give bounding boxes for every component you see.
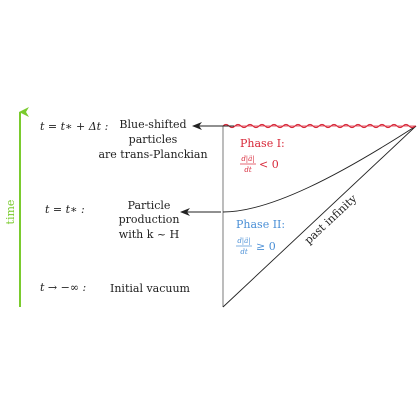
phase-two-numerator: d|ä| [237, 237, 250, 245]
phase-two-relation: ≥ 0 [256, 240, 276, 253]
row-mid-desc-3: with k ~ H [119, 228, 179, 241]
transition-curve [222, 125, 417, 213]
phase-one-title: Phase I: [240, 137, 285, 150]
row-late-time: t = t∗ + Δt : [40, 120, 108, 133]
phase-two-title: Phase II: [236, 218, 285, 231]
row-early-time: t → −∞ : [40, 281, 86, 294]
row-mid-desc-2: production [119, 213, 180, 226]
row-mid-desc-1: Particle [128, 199, 171, 212]
time-axis-label: time [4, 200, 17, 225]
phase-one-relation: < 0 [259, 158, 279, 171]
phase-two-denominator: dt [240, 248, 247, 256]
row-late-desc-3: are trans-Planckian [98, 148, 207, 161]
phase-one-denominator: dt [244, 166, 251, 174]
row-mid-time: t = t∗ : [45, 203, 85, 216]
past-infinity-label: past infinity [302, 192, 360, 247]
phase-one-numerator: d|ä| [241, 155, 254, 163]
row-early-desc-1: Initial vacuum [110, 282, 191, 295]
row-late-desc-1: Blue-shifted [119, 118, 186, 131]
row-late-desc-2: particles [129, 133, 178, 146]
past-infinity-line [222, 125, 417, 308]
